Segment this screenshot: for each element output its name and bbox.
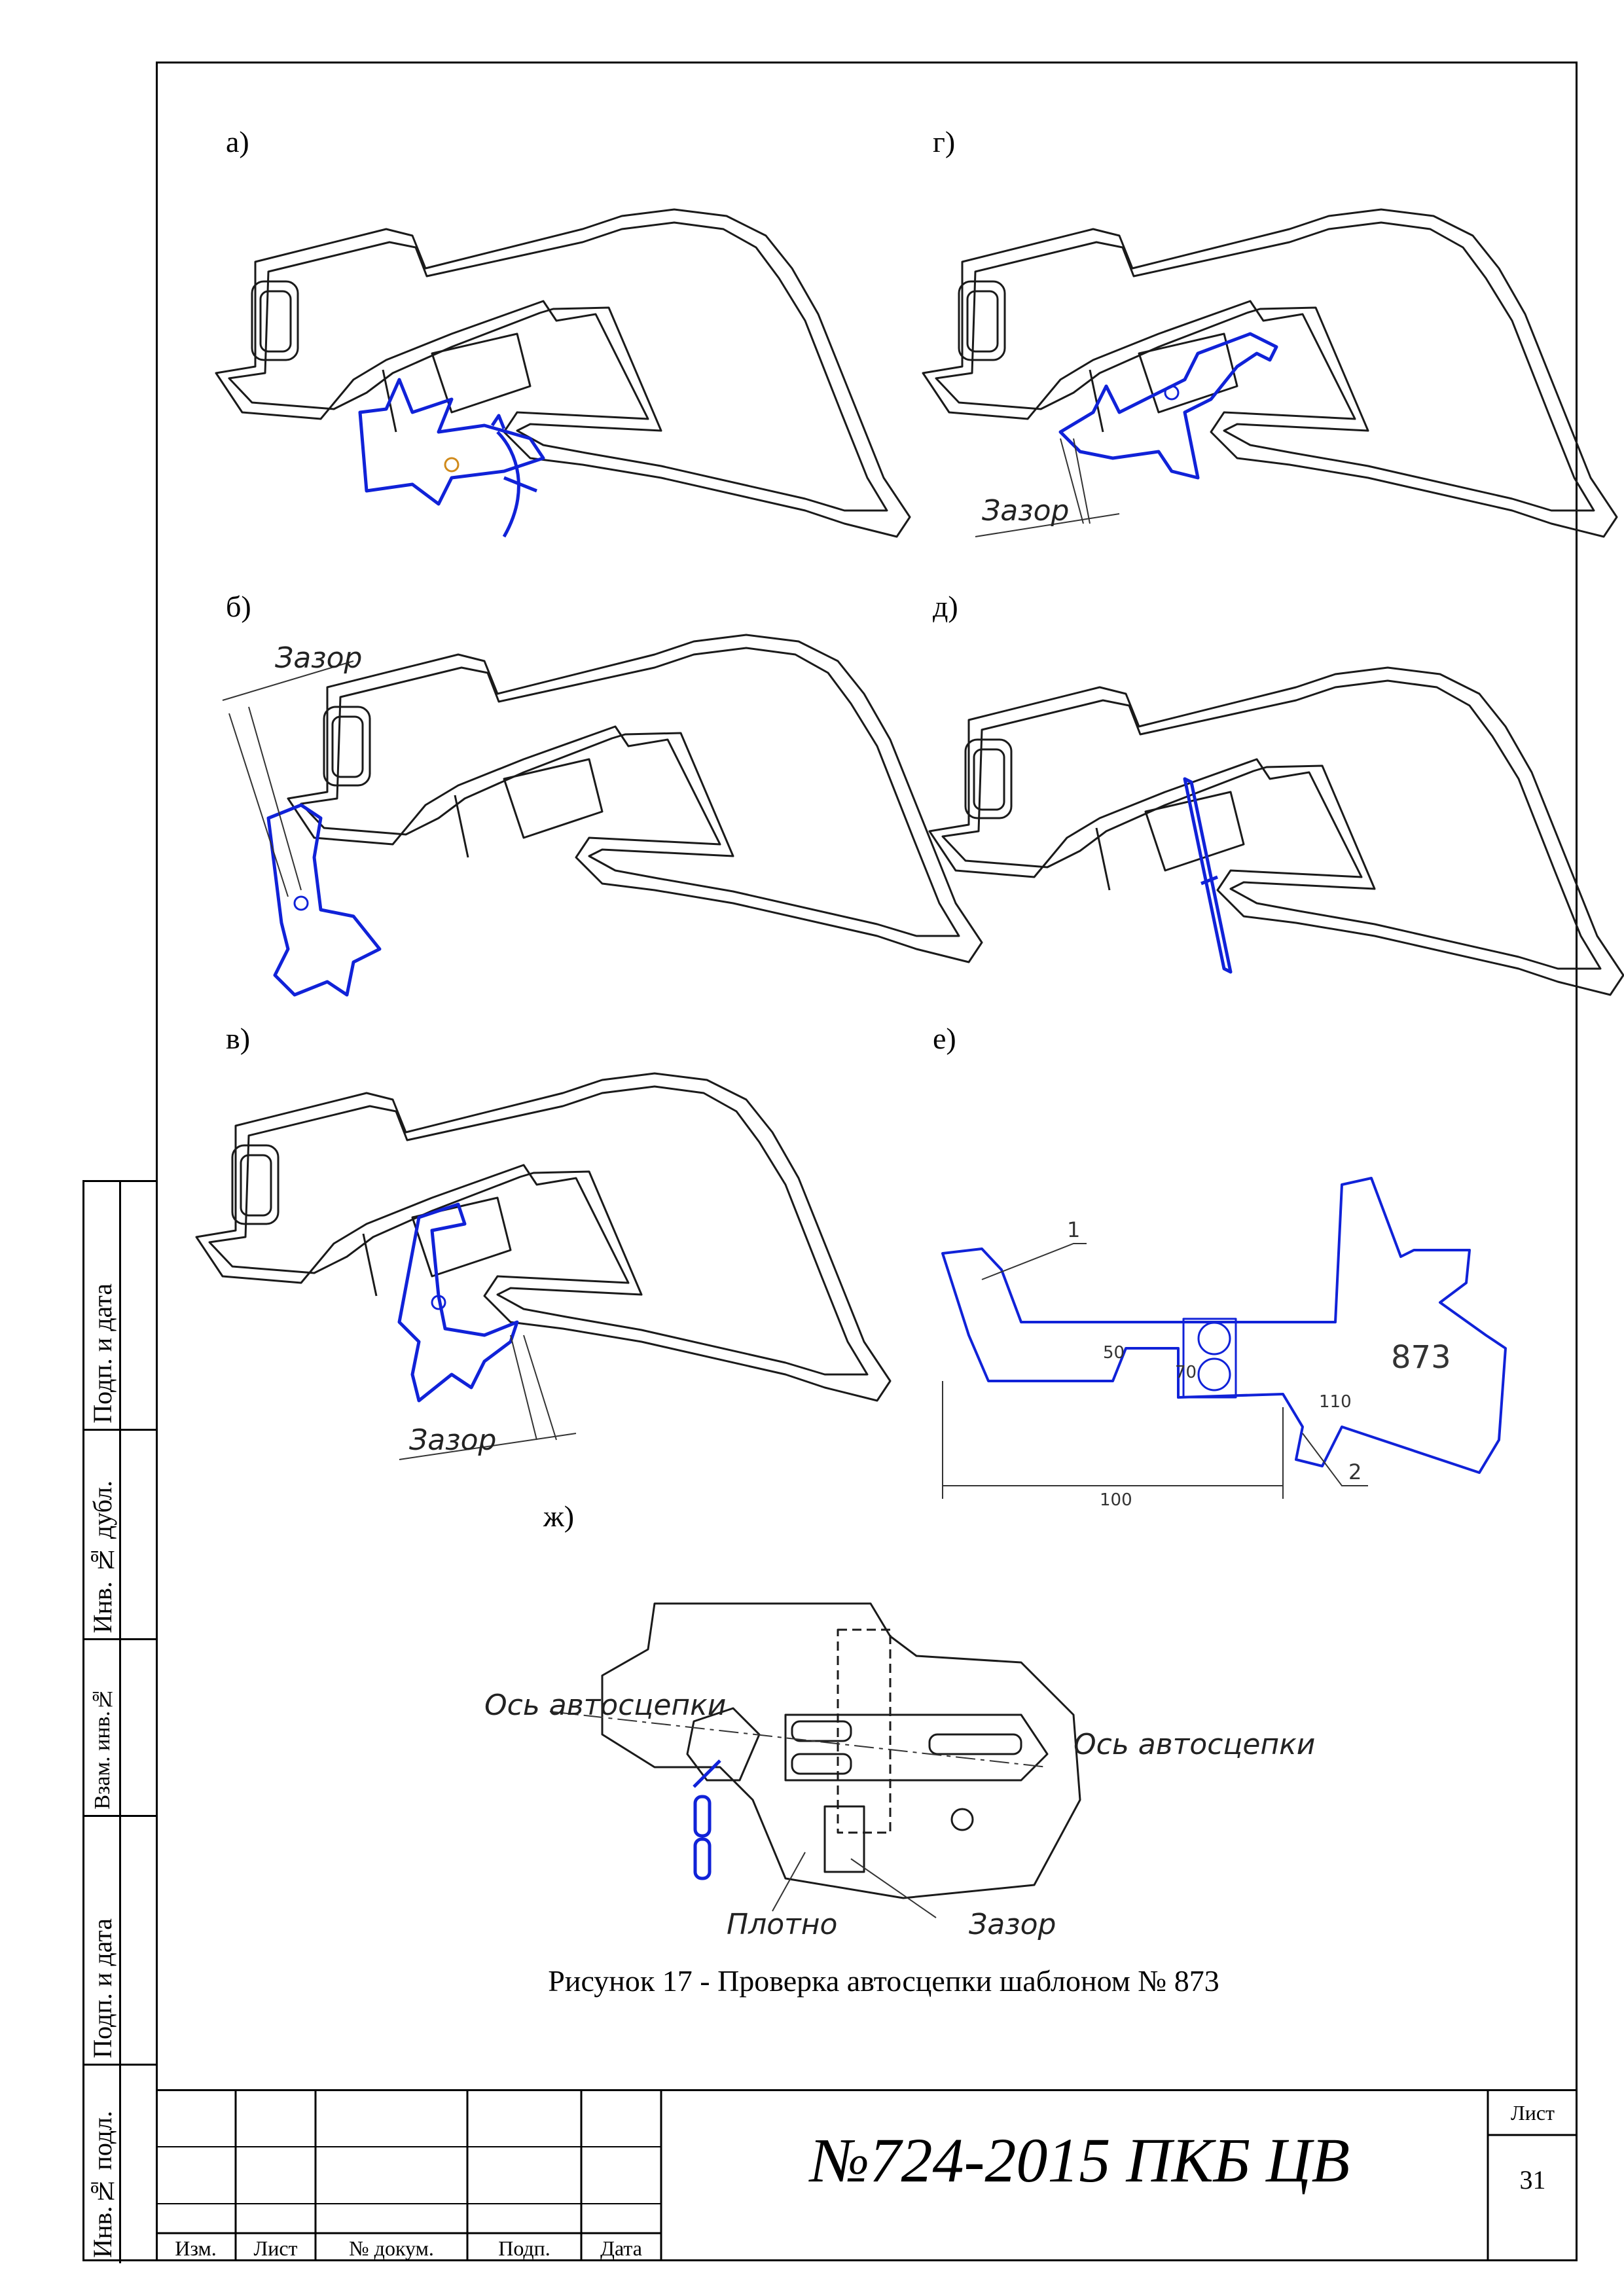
panel-label-e: е)	[933, 1022, 956, 1055]
tight-label: Плотно	[727, 1908, 837, 1941]
tb-sheet-number: 31	[1519, 2165, 1546, 2195]
panel-label-g: г)	[933, 125, 956, 158]
side-stamp: Подп. и дата Инв. № дубл. Взам. инв.№ По…	[82, 1180, 156, 2263]
tb-header-sheet: Лист	[253, 2236, 298, 2260]
panel-zh-assembly: Ось автосцепки Ось автосцепки Плотно Заз…	[484, 1602, 1315, 1941]
dim-100: 100	[1100, 1490, 1132, 1510]
gap-label-g: Зазор	[982, 494, 1069, 528]
panel-label-b: б)	[226, 590, 251, 623]
template-number: 873	[1391, 1339, 1451, 1376]
side-cell-orig-inv: Инв.№ подл.	[84, 2066, 156, 2263]
leader-1-label: 1	[1067, 1217, 1080, 1242]
gap-label-zh: Зазор	[969, 1908, 1056, 1941]
panel-label-v: в)	[226, 1022, 251, 1055]
panel-a-drawing	[215, 208, 911, 538]
side-cell-sign-date-2: Подп. и дата	[84, 1817, 156, 2066]
tb-header-date: Дата	[600, 2236, 642, 2260]
tb-header-doc-no: № докум.	[349, 2236, 434, 2260]
document-number: №724-2015 ПКБ ЦВ	[810, 2125, 1350, 2195]
panel-label-a: а)	[226, 125, 249, 158]
side-cell-repl-inv: Взам. инв.№	[84, 1640, 156, 1817]
drawing-frame	[156, 62, 1578, 2261]
side-cell-sign-date-1: Подп. и дата	[84, 1182, 156, 1431]
panel-d-drawing	[928, 666, 1624, 996]
panel-b-drawing: Зазор	[222, 634, 983, 997]
gap-label-v: Зазор	[409, 1424, 496, 1457]
axis-label-right: Ось автосцепки	[1074, 1728, 1315, 1761]
dim-50: 50	[1103, 1343, 1125, 1363]
axis-label-left: Ось автосцепки	[484, 1689, 726, 1722]
tb-header-change: Изм.	[175, 2236, 217, 2260]
gap-label-b: Зазор	[275, 641, 362, 675]
dim-110: 110	[1319, 1392, 1352, 1412]
leader-2-label: 2	[1348, 1460, 1362, 1484]
dim-70: 70	[1175, 1363, 1197, 1382]
panel-g-drawing: Зазор	[922, 208, 1618, 538]
side-cell-dup-inv: Инв. № дубл.	[84, 1431, 156, 1640]
tb-sheet-label: Лист	[1510, 2101, 1555, 2125]
title-block: Изм. Лист № докум. Подп. Дата Лист 31	[156, 2089, 1578, 2261]
panel-label-d: д)	[933, 590, 958, 623]
panel-label-zh: ж)	[543, 1499, 575, 1533]
panel-e-template: 873 100 50 70 110 1 2	[941, 1177, 1507, 1510]
figure-caption: Рисунок 17 - Проверка автосцепки шаблоно…	[548, 1964, 1219, 1998]
panel-v-drawing: Зазор	[195, 1072, 892, 1460]
tb-header-signature: Подп.	[498, 2236, 550, 2260]
title-block-grid	[156, 2089, 1578, 2261]
